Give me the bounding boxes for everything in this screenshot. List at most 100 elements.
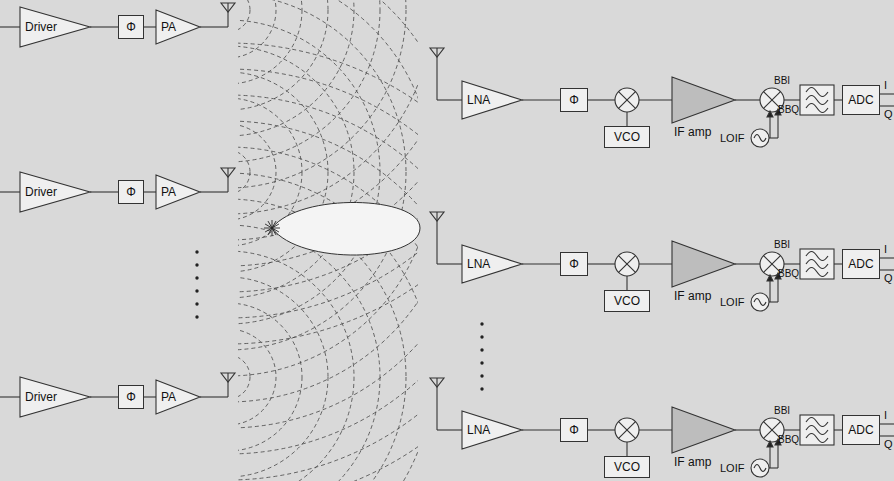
amplifier-outline	[156, 380, 200, 414]
amplifier-outline	[672, 407, 735, 453]
wavefront-arc	[238, 43, 418, 481]
signal-wire	[522, 429, 560, 430]
signal-wire	[522, 99, 560, 100]
continuation-dot	[480, 322, 483, 325]
amplifier-triangle	[672, 407, 735, 453]
output-wire	[880, 423, 894, 424]
lo-wire	[769, 281, 770, 302]
continuation-dot	[195, 302, 198, 305]
pin-name: Q	[884, 438, 893, 451]
antenna-feed	[227, 3, 228, 27]
antenna-feed	[436, 212, 437, 264]
sine-symbol	[754, 135, 766, 142]
phase-shifter: Φ	[560, 88, 588, 112]
input-wire	[0, 26, 20, 27]
wavefront-arc	[238, 0, 418, 344]
block-text: ADC	[848, 423, 873, 437]
amplifier-outline	[672, 241, 735, 287]
filter-wave	[806, 434, 828, 443]
continuation-dot	[480, 335, 483, 338]
wavefront-arc	[238, 251, 354, 481]
amplifier-outline	[672, 77, 735, 123]
phase-shifter: Φ	[560, 252, 588, 276]
block-text: LNA	[467, 423, 490, 437]
amplifier-outline	[156, 10, 200, 44]
wavefront-arc	[238, 0, 406, 188]
lo-source	[751, 293, 769, 311]
wavefront-arc	[238, 225, 380, 481]
wavefront-arc	[238, 0, 276, 58]
block-text: ADC	[848, 257, 873, 271]
wire	[200, 191, 228, 192]
block-text: Φ	[126, 20, 136, 34]
amplifier-triangle	[672, 241, 735, 287]
continuation-dot	[195, 276, 198, 279]
block-text: Φ	[126, 390, 136, 404]
wire	[834, 429, 842, 430]
wire	[834, 263, 842, 264]
phase-shifter: Φ	[560, 418, 588, 442]
filter-wave	[806, 88, 828, 97]
signal-name: BBI	[774, 238, 790, 251]
wire	[200, 26, 228, 27]
filter-symbol	[800, 415, 834, 445]
block-text: Driver	[25, 185, 57, 199]
output-wire	[880, 269, 894, 270]
filter-wave	[806, 104, 828, 113]
filter-wave	[806, 252, 828, 261]
output-wire	[880, 105, 894, 106]
signal-wire	[90, 26, 118, 27]
mixer-cross	[619, 256, 636, 273]
lo-wire	[769, 117, 770, 138]
wire	[639, 263, 672, 264]
source-star	[268, 221, 272, 228]
block-text: Driver	[25, 20, 57, 34]
mixer-cross	[764, 92, 781, 109]
wavefront-arc	[238, 0, 418, 402]
pin-name: Q	[884, 108, 893, 121]
vco-wire	[626, 442, 627, 456]
mixer-symbol	[615, 88, 639, 112]
amplifier-outline	[20, 7, 90, 47]
wavefront-arc	[238, 0, 418, 376]
wavefront-arc	[238, 95, 418, 481]
continuation-dot	[195, 289, 198, 292]
lo-wire	[777, 445, 778, 468]
power-amplifier: PA	[156, 10, 200, 44]
continuation-dot	[480, 348, 483, 351]
signal-wire	[144, 26, 156, 27]
continuation-dot	[480, 374, 483, 377]
signal-name: LOIF	[720, 132, 744, 145]
source-star	[272, 224, 279, 228]
wavefront-arc	[238, 0, 302, 84]
mixer-cross	[619, 422, 636, 439]
wavefront-arc	[238, 303, 302, 451]
amplifier-outline	[156, 175, 200, 209]
signal-name: BBI	[774, 74, 790, 87]
vco-box: VCO	[604, 290, 650, 312]
continuation-dot	[195, 250, 198, 253]
continuation-dot	[195, 315, 198, 318]
driver-amplifier: Driver	[20, 172, 90, 212]
low-noise-amplifier: LNA	[462, 81, 522, 119]
block-text: Φ	[569, 93, 579, 107]
filter-wave	[806, 260, 828, 269]
lo-source	[751, 129, 769, 147]
wavefront-arc	[238, 0, 250, 32]
block-label: IF amp	[674, 289, 711, 303]
wavefront-arc	[238, 0, 418, 214]
mixer-symbol	[615, 252, 639, 276]
antenna-feed	[436, 378, 437, 430]
vco-box: VCO	[604, 126, 650, 148]
wavefront-arc	[238, 277, 328, 477]
signal-name: BBQ	[778, 103, 799, 116]
input-wire	[0, 191, 20, 192]
vco-wire	[626, 112, 627, 126]
block-label: IF amp	[674, 125, 711, 139]
signal-wire	[90, 191, 118, 192]
wire	[784, 429, 800, 430]
wire	[437, 429, 462, 430]
wire	[588, 429, 615, 430]
power-amplifier: PA	[156, 380, 200, 414]
mixer-cross	[619, 92, 636, 109]
